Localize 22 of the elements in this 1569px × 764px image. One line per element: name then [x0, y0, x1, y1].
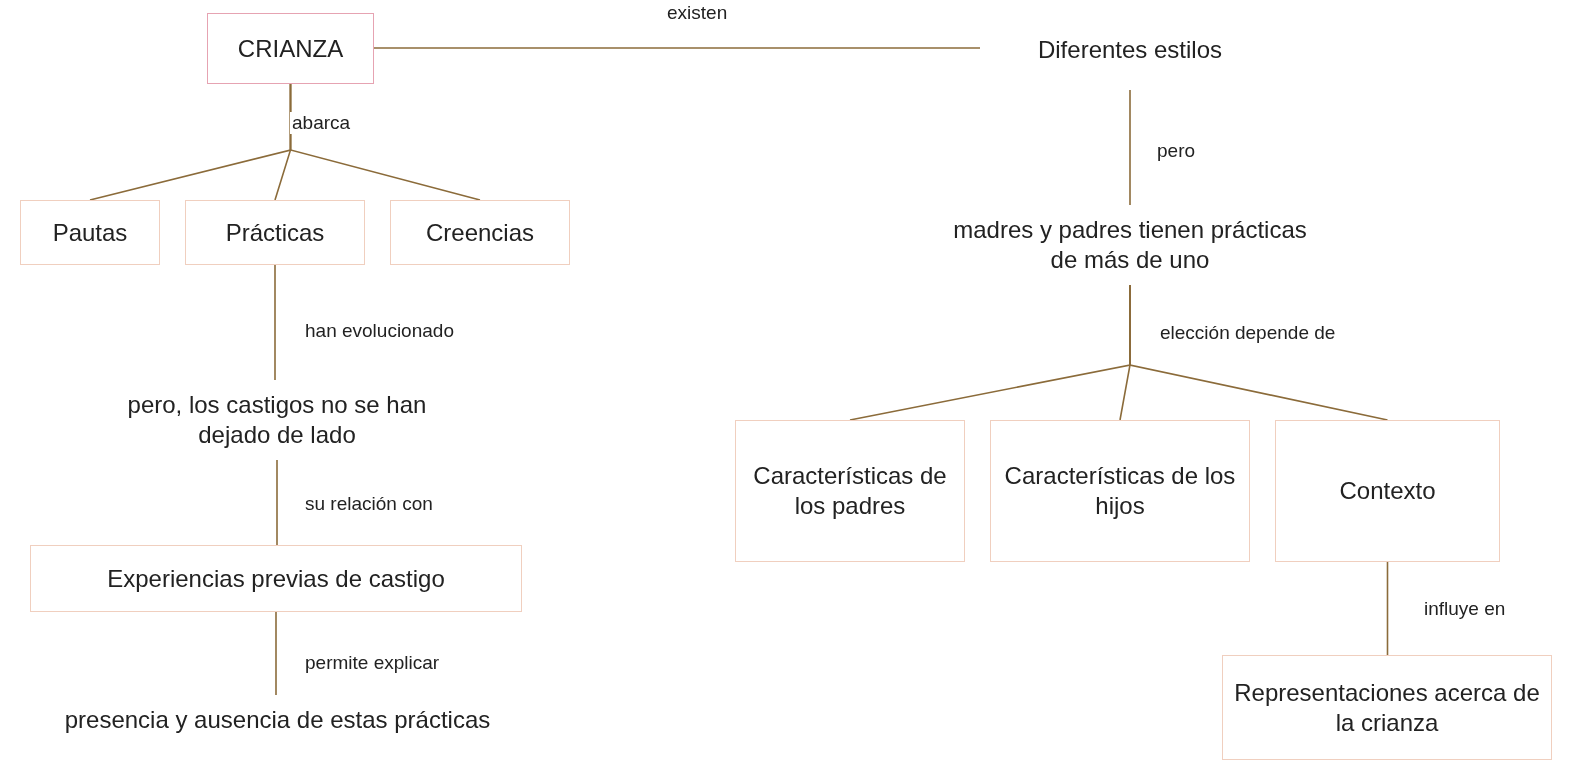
concept-box: CRIANZA	[207, 13, 374, 84]
concept-box: Prácticas	[185, 200, 365, 265]
edge-label: abarca	[290, 112, 353, 134]
concept-text: presencia y ausencia de estas prácticas	[0, 695, 555, 745]
concept-text: Diferentes estilos	[980, 10, 1280, 90]
concept-box: Pautas	[20, 200, 160, 265]
connector-line	[1129, 89, 1131, 206]
connector-line	[275, 611, 277, 696]
concept-box: Creencias	[390, 200, 570, 265]
connector-line	[276, 459, 278, 546]
connector-line	[373, 47, 981, 49]
connector-line	[289, 83, 481, 201]
concept-box: Contexto	[1275, 420, 1500, 562]
concept-box: Experiencias previas de castigo	[30, 545, 522, 612]
concept-text: madres y padres tienen prácticas de más de uno	[940, 205, 1320, 285]
connector-line	[274, 264, 276, 381]
concept-box: Características de los padres	[735, 420, 965, 562]
concept-text: pero, los castigos no se han dejado de lado	[97, 380, 457, 460]
connector-line	[1386, 561, 1389, 656]
concept-box: Características de los hijos	[990, 420, 1250, 562]
connector-line	[1129, 284, 1389, 421]
concept-box: Representaciones acerca de la crianza	[1222, 655, 1552, 760]
